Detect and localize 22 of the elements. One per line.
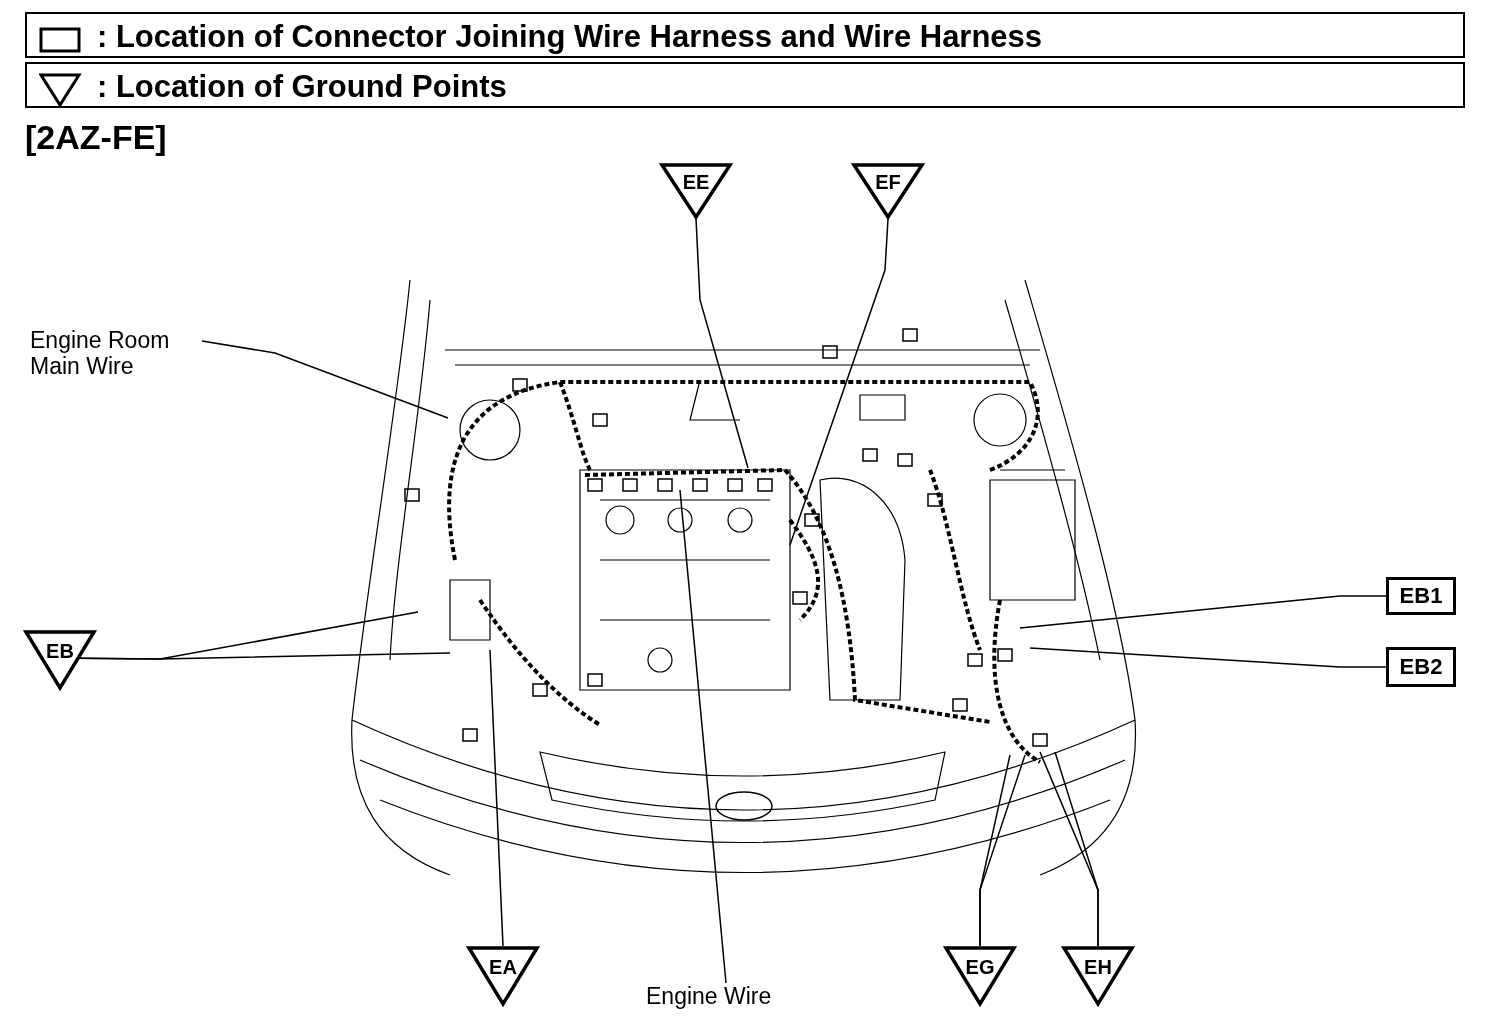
ground-point-marker: EF: [852, 163, 924, 219]
wire-harness-label: Engine Room Main Wire: [30, 327, 220, 383]
connector-location-label: EB1: [1386, 577, 1456, 615]
leader-line: [679, 489, 727, 984]
ground-point-marker: EH: [1062, 946, 1134, 1006]
leader-line: [489, 649, 504, 947]
wire-harness-label: Engine Wire: [646, 983, 806, 1011]
leader-line: [1029, 647, 1387, 668]
leader-line: [201, 340, 449, 419]
ground-point-marker: EA: [467, 946, 539, 1006]
leader-line: [695, 218, 749, 469]
legend-text: : Location of Ground Points: [97, 69, 507, 105]
engine-model-label: [2AZ-FE]: [25, 118, 167, 157]
legend-text: : Location of Connector Joining Wire Harness and Wire Harness: [97, 19, 1043, 55]
leader-line: [1019, 595, 1387, 629]
leader-line: [1054, 751, 1099, 947]
connector-location-label: EB2: [1386, 647, 1456, 687]
leader-line: [789, 218, 889, 546]
ground-point-marker: EE: [660, 163, 732, 219]
leader-line: [979, 754, 1026, 947]
ground-point-marker: EG: [944, 946, 1016, 1006]
ground-point-marker: EB: [24, 630, 96, 690]
